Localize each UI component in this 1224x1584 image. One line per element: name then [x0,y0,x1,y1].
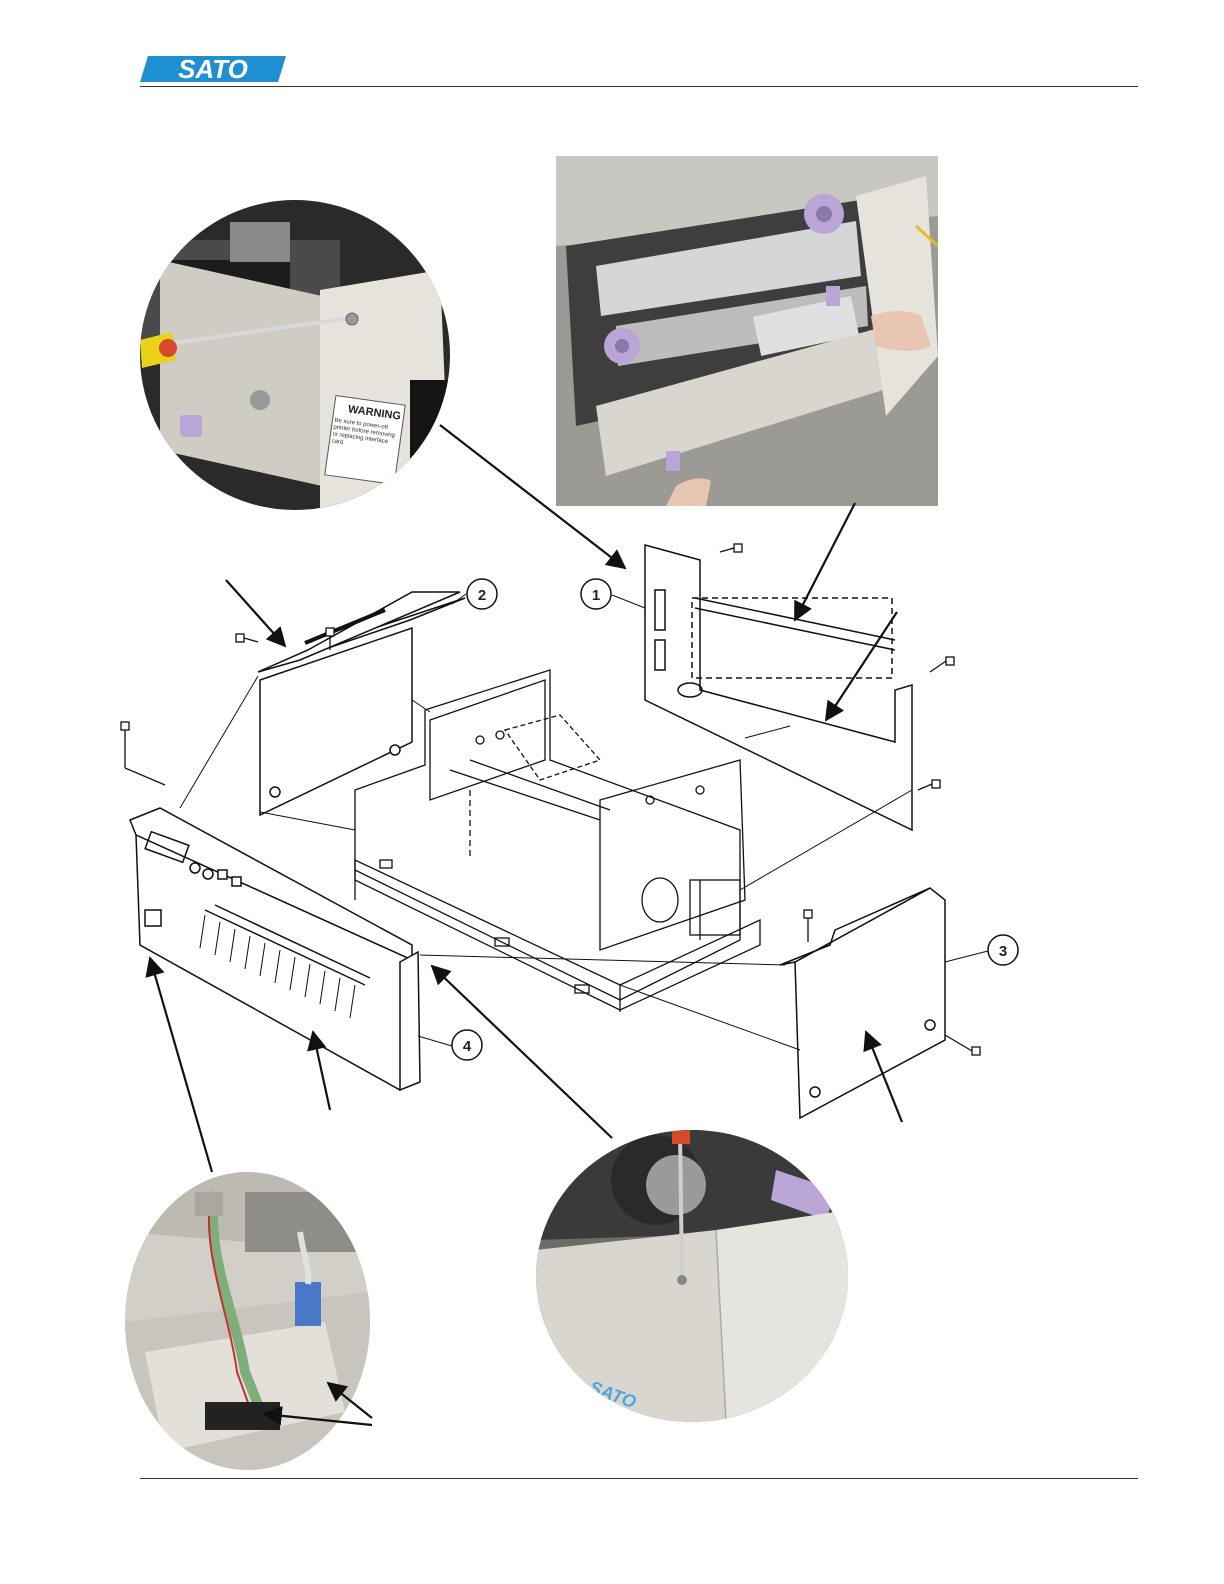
callout-2-leader [452,594,466,604]
screws [121,544,980,1055]
callout-4-number: 4 [463,1038,472,1055]
rear-panel [645,545,912,830]
arrow-inset-to-front-cover-screw [432,966,612,1138]
sato-logo: SATO [140,52,290,86]
header-rule [140,86,1138,87]
arrow-to-right-cover [866,1032,902,1122]
arrow-to-front-cover [313,1032,330,1110]
front-cover [130,808,420,1090]
inset-photo-screwdriver-front: SATO [536,1130,848,1422]
screw-left-cover-side [236,634,258,642]
screw-right-cover-bottom [945,1035,980,1055]
left-side-cover [258,592,465,815]
screw-right-cover-top [804,910,812,942]
screw-rear-lower [918,780,940,790]
assembly-lines [180,676,912,1050]
arrow-inset-to-front-cover-left [150,958,212,1172]
callout-3: 3 [988,935,1018,965]
right-side-cover [780,888,945,1118]
inset-photo-cable-connectors [125,1172,370,1470]
photo-printer-mechanism [556,156,938,506]
screw-front-top [121,722,165,785]
callout-2-number: 2 [478,587,486,604]
arrow-to-left-cover [226,580,285,646]
callout-3-number: 3 [999,943,1007,960]
arrow-to-rear-rail [795,503,855,620]
inset-photo-screwdriver-top: WARNING Be sure to power-off printer bef… [140,200,450,510]
callout-1-leader [612,595,645,608]
callout-1: 1 [581,579,611,609]
arrow-to-rear-panel-lower [826,612,897,720]
callout-4: 4 [452,1030,482,1060]
main-frame [355,670,760,1012]
screw-rear-top [720,544,742,552]
logo-text: SATO [178,54,248,84]
callout-3-leader [945,951,988,962]
screw-rear-right [930,657,954,672]
callout-1-number: 1 [592,587,600,604]
callout-4-leader [418,1036,452,1046]
callout-2: 2 [467,579,497,609]
screw-top-left-cover [326,628,334,650]
footer-rule [140,1478,1138,1479]
